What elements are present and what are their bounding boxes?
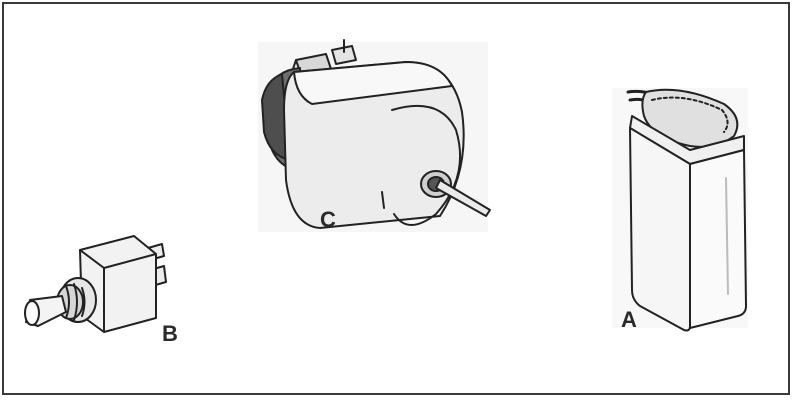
motor-label: C: [320, 207, 336, 232]
dc-motor-icon: [258, 39, 491, 232]
battery-label: A: [621, 307, 637, 332]
toggle-switch-icon: [24, 235, 167, 333]
switch-label: B: [162, 321, 178, 346]
battery-9v-icon: [612, 88, 748, 332]
